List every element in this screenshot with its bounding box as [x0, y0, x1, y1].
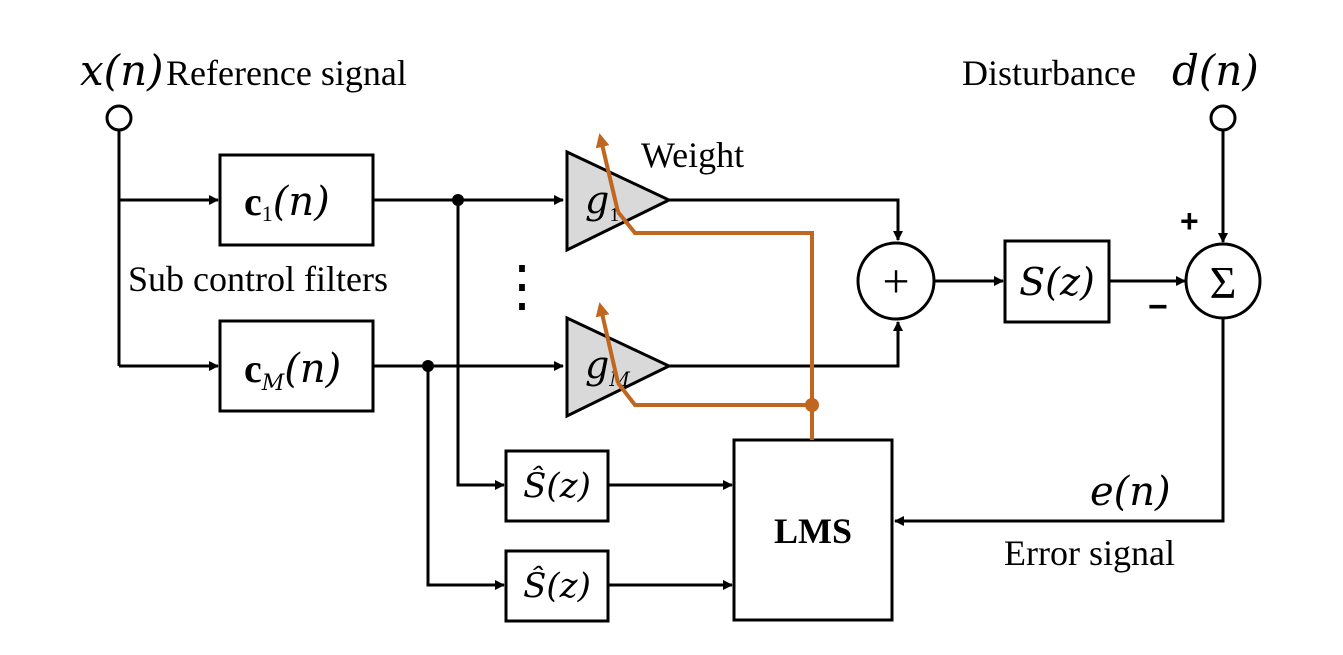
secondary-estimate-block-2: Ŝ(z) — [504, 549, 610, 623]
gain-g1-amplifier: g1 — [565, 149, 673, 253]
c1-subscript: 1 — [262, 201, 273, 226]
ellipsis-dots: ⋮ — [494, 256, 550, 318]
secondary-estimate-block-1: Ŝ(z) — [504, 449, 610, 523]
cM-subscript: M — [261, 371, 285, 396]
reference-signal-label: Reference signal — [166, 53, 407, 93]
gain-gM-amplifier: gM — [565, 315, 673, 419]
g1-subscript: 1 — [609, 204, 619, 226]
error-sum-junction: Σ — [1184, 242, 1262, 320]
g1-weight-arrow — [595, 133, 620, 213]
reference-input-terminal — [105, 104, 133, 132]
update-junction-dot — [805, 398, 819, 412]
weight-label: Weight — [641, 135, 744, 175]
update-path-g1 — [616, 210, 814, 440]
sub-control-filters-label: Sub control filters — [128, 259, 388, 299]
svg-text:c1(n): c1(n) — [244, 179, 330, 226]
error-feedback-line — [894, 318, 1225, 526]
update-path-gM — [616, 381, 812, 407]
adder-plus: + — [882, 255, 909, 308]
svg-text:g1: g1 — [585, 178, 619, 226]
lms-label: LMS — [774, 511, 852, 551]
cM-to-shat2-line — [426, 366, 505, 590]
weight-update-path — [595, 133, 819, 440]
c1-to-shat1-line — [456, 200, 505, 490]
cM-argument: (n) — [284, 346, 341, 392]
c1-argument: (n) — [273, 179, 330, 225]
s-z-label: S(z) — [1019, 260, 1095, 304]
g1-symbol: g — [585, 178, 609, 222]
d-n-symbol: d(n) — [1172, 46, 1259, 95]
x-n-symbol: x(n) — [80, 46, 164, 95]
minus-sign: − — [1148, 288, 1168, 326]
svg-text:cM(n): cM(n) — [244, 346, 341, 396]
secondary-path-block: S(z) — [1003, 239, 1111, 324]
gM-weight-arrow — [595, 302, 620, 384]
shat1-label: Ŝ(z) — [523, 465, 591, 506]
lms-block: LMS — [732, 438, 894, 622]
plus-sign: + — [1180, 203, 1199, 239]
c1-bold: c — [244, 179, 262, 224]
gM-symbol: g — [585, 343, 609, 387]
sigma-symbol: Σ — [1210, 257, 1237, 308]
g1-to-sum-line — [669, 198, 903, 241]
e-n-symbol: e(n) — [1090, 469, 1171, 515]
error-signal-label: Error signal — [1004, 533, 1175, 573]
sub-filter-c1-block: c1(n) — [218, 153, 375, 247]
sub-filter-cM-block: cM(n) — [218, 319, 375, 413]
disturbance-label: Disturbance — [962, 53, 1136, 93]
svg-text:gM: gM — [585, 343, 630, 391]
disturbance-input-terminal — [1209, 104, 1237, 132]
cM-bold: c — [244, 346, 262, 391]
shat2-label: Ŝ(z) — [523, 565, 591, 606]
gM-to-sum-line — [669, 321, 903, 368]
adder-junction: + — [856, 241, 936, 321]
